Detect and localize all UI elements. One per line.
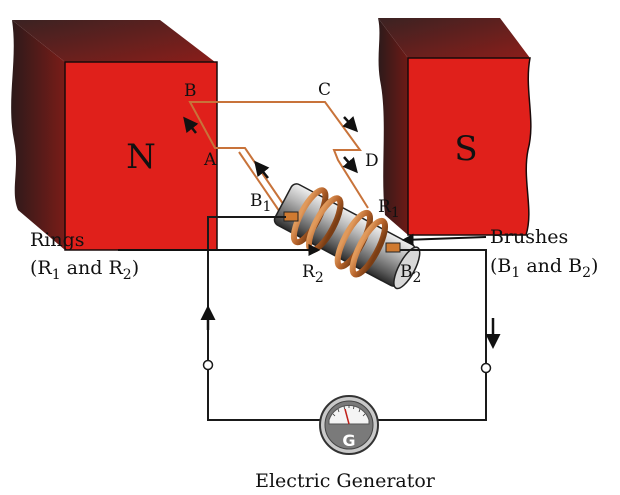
coil-corner-b-label: B [184,81,197,101]
brushes-callout-title: Brushes [490,226,568,248]
brush-b2-label: B2 [400,262,421,286]
rings-callout-title: Rings [30,229,85,251]
rings-callout: Rings (R1 and R2) [30,229,321,283]
north-pole-label: N [126,137,156,177]
terminal-left [202,359,214,371]
brushes-callout: Brushes (B1 and B2) [401,226,598,281]
coil-corner-a-label: A [203,150,217,170]
south-magnet-top-face [378,18,530,58]
north-magnet-side-face [11,20,65,250]
current-arrow-a [254,160,270,179]
galvanometer-scale-ticks [332,405,366,417]
coil-loop [188,101,369,215]
north-magnet-front-face [64,61,218,251]
axle-end [393,246,421,290]
north-magnet: N [11,20,218,251]
brush-b2 [385,242,401,253]
galvanometer-label: G [342,431,355,450]
axle-assembly [273,183,421,290]
south-magnet-front-face [407,57,532,236]
current-arrow-d [342,156,358,174]
coil-corner-d-label: D [365,151,379,171]
south-magnet-side-face [378,18,408,235]
brush-b1-label: B1 [250,191,271,215]
galvanometer: G [319,395,379,455]
current-arrow-ab [183,116,199,134]
coil-corner-c-label: C [318,80,331,100]
south-pole-label: S [454,129,477,169]
galvanometer-needle [344,408,350,425]
brushes-callout-detail: (B1 and B2) [490,255,598,281]
north-magnet-top-face [12,20,215,62]
brushes-callout-arrow [401,233,487,246]
current-arrow-cd [342,116,359,133]
brush-b1 [283,211,299,222]
south-magnet: S [378,18,532,236]
ring-r2-label: R2 [302,262,324,286]
coil [188,101,369,219]
coil-current-arrows [183,116,359,179]
coil-lead-a [238,151,285,219]
slip-ring-r2 [349,217,389,278]
ring-r1-label: R1 [378,197,400,221]
galvanometer-dial [328,404,370,425]
diagram-caption: Electric Generator [255,470,436,492]
rings-callout-detail: (R1 and R2) [30,257,139,283]
terminal-right [480,362,492,374]
circuit-wire-left [207,216,322,421]
